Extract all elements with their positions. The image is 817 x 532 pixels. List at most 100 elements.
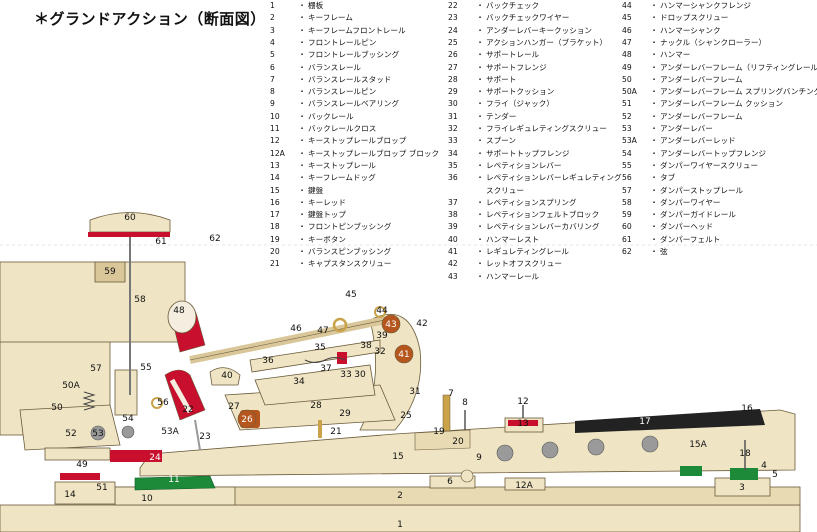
legend-item: 46・ハンマーシャンク bbox=[622, 25, 721, 37]
legend-number: 23 bbox=[448, 13, 458, 23]
diagram-part-label: 3 bbox=[739, 483, 745, 493]
legend-item: 29・サポートクッション bbox=[448, 86, 554, 98]
legend-separator: ・ bbox=[298, 197, 306, 207]
legend-separator: ・ bbox=[298, 50, 306, 60]
legend-separator: ・ bbox=[298, 136, 306, 146]
legend-separator: ・ bbox=[476, 25, 484, 35]
under-lever-frame-cushion bbox=[60, 473, 100, 480]
legend-item: 30・フライ（ジャック） bbox=[448, 98, 554, 110]
legend-item: 24・アンダーレバーキークッション bbox=[448, 25, 592, 37]
legend-item: 34・サポートトップフレンジ bbox=[448, 148, 570, 160]
legend-number: 41 bbox=[448, 247, 458, 256]
hammer-felt bbox=[167, 300, 197, 334]
legend-label: レペティションレバーレギュレティング bbox=[486, 173, 622, 183]
diagram-part-label: 61 bbox=[155, 237, 166, 247]
diagram-part-label: 15A bbox=[689, 440, 707, 450]
legend-label: ドロップスクリュー bbox=[660, 13, 729, 23]
legend-item: 61 ・ダンパーフェルト bbox=[622, 234, 720, 246]
legend-label: バックチェックワイヤー bbox=[486, 13, 570, 23]
legend-label: アンダーレバーフレーム bbox=[660, 111, 743, 121]
legend-separator: ・ bbox=[476, 13, 484, 23]
legend-item: 5・フロントレールブッシング bbox=[270, 49, 399, 61]
key-button bbox=[414, 429, 471, 451]
legend-separator: ・ bbox=[650, 99, 658, 109]
legend-separator: ・ bbox=[650, 234, 658, 244]
legend-item: 10・バックレール bbox=[270, 111, 354, 123]
legend-item: 13・キーストップレール bbox=[270, 160, 376, 172]
diagram-part-label: 46 bbox=[290, 324, 302, 334]
back-rail-cloth bbox=[134, 475, 216, 491]
diagram-part-label: 12 bbox=[517, 397, 528, 407]
legend-label: ダンパーフェルト bbox=[660, 234, 721, 244]
legend-number: 34 bbox=[448, 148, 458, 158]
legend-item: 51・アンダーレバーフレーム クッション bbox=[622, 98, 783, 110]
legend-label: フライ（ジャック） bbox=[486, 99, 554, 109]
diagram-part-label: 50A bbox=[62, 381, 80, 391]
legend-number: 31 bbox=[448, 111, 458, 121]
legend-item: 11・バックレールクロス bbox=[270, 123, 376, 135]
diagram-part-label: 44 bbox=[376, 306, 388, 316]
legend-item: 40・ハンマーレスト bbox=[448, 234, 539, 246]
legend-label: バランスピンブッシング bbox=[308, 247, 392, 256]
legend-number: 61 bbox=[622, 234, 632, 244]
legend-separator: ・ bbox=[476, 197, 484, 207]
legend-item: 44・ハンマーシャンクフレンジ bbox=[622, 0, 751, 12]
legend-number: 35 bbox=[448, 160, 458, 170]
legend-separator: ・ bbox=[476, 271, 484, 281]
legend-label: アクションハンガー（ブラケット） bbox=[486, 37, 608, 47]
legend-label: ダンパーワイヤー bbox=[660, 197, 721, 207]
legend-separator: ・ bbox=[298, 173, 306, 183]
legend-separator: ・ bbox=[650, 13, 658, 23]
legend-number: 53 bbox=[622, 124, 632, 133]
diagram-part-label: 1 bbox=[397, 520, 403, 530]
legend-number: 19 bbox=[270, 234, 280, 244]
knuckle bbox=[332, 317, 348, 333]
legend-separator: ・ bbox=[298, 259, 306, 269]
legend-number: 12 bbox=[270, 136, 280, 146]
legend-label: アンダーレバー bbox=[660, 124, 713, 133]
legend-number: 49 bbox=[622, 62, 632, 72]
diagram-part-label: 49 bbox=[76, 460, 88, 470]
legend-item: 21・キャプスタンスクリュー bbox=[270, 258, 391, 270]
diagram-part-label: 60 bbox=[124, 213, 136, 223]
legend-number: 29 bbox=[448, 87, 458, 97]
legend-number: 54 bbox=[622, 148, 632, 158]
legend-item: 23 ・バックチェックワイヤー bbox=[448, 12, 569, 24]
legend-label: ダンパーストップレール bbox=[660, 185, 744, 195]
legend-item: 12A・キーストップレールブロップ ブロック bbox=[270, 148, 439, 160]
legend-number: 22 bbox=[448, 1, 458, 10]
legend-item: 57・ダンパーストップレール bbox=[622, 185, 743, 197]
legend-label: アンダーレバーフレーム スプリングバンチング bbox=[660, 87, 817, 97]
legend-label: ハンマーレスト bbox=[486, 234, 540, 244]
diagram-part-label: 35 bbox=[314, 343, 325, 353]
regulating-rail-screw bbox=[394, 344, 414, 364]
hammer-shank-outline bbox=[189, 319, 386, 361]
legend-separator: ・ bbox=[476, 111, 484, 121]
legend-number: 50 bbox=[622, 74, 632, 84]
legend-separator: ・ bbox=[650, 74, 658, 84]
legend-separator: ・ bbox=[298, 148, 306, 158]
front-pin-bushing bbox=[730, 468, 758, 480]
balance-rail-bearing bbox=[460, 469, 474, 483]
legend-separator: ・ bbox=[298, 222, 306, 232]
under-lever-key-cushion bbox=[110, 450, 162, 462]
legend-separator: ・ bbox=[650, 185, 658, 195]
legend-item: 7・バランスレールスタッド bbox=[270, 74, 391, 86]
legend-separator: ・ bbox=[476, 50, 484, 60]
diagram-part-label: 62 bbox=[209, 234, 220, 244]
legend-item: 15・鍵盤 bbox=[270, 185, 323, 197]
diagram-part-label: 48 bbox=[173, 306, 185, 316]
diagram-part-label: 4 bbox=[761, 461, 767, 471]
legend-number: 46 bbox=[622, 25, 632, 35]
legend-label: ハンマーシャンク bbox=[660, 25, 721, 35]
diagram-part-label: 18 bbox=[739, 449, 751, 459]
legend-label: レットオフスクリュー bbox=[486, 259, 562, 269]
legend-item: 41・レギュレティングレール bbox=[448, 246, 569, 258]
hammer-rest bbox=[209, 367, 241, 386]
hammer-rail-screw bbox=[381, 314, 401, 334]
legend-separator: ・ bbox=[650, 111, 658, 121]
legend-item: 14・キーフレームドッグ bbox=[270, 172, 376, 184]
legend-item: 48・ハンマー bbox=[622, 49, 690, 61]
legend-number: 33 bbox=[448, 136, 458, 146]
legend-number: 9 bbox=[270, 99, 275, 109]
